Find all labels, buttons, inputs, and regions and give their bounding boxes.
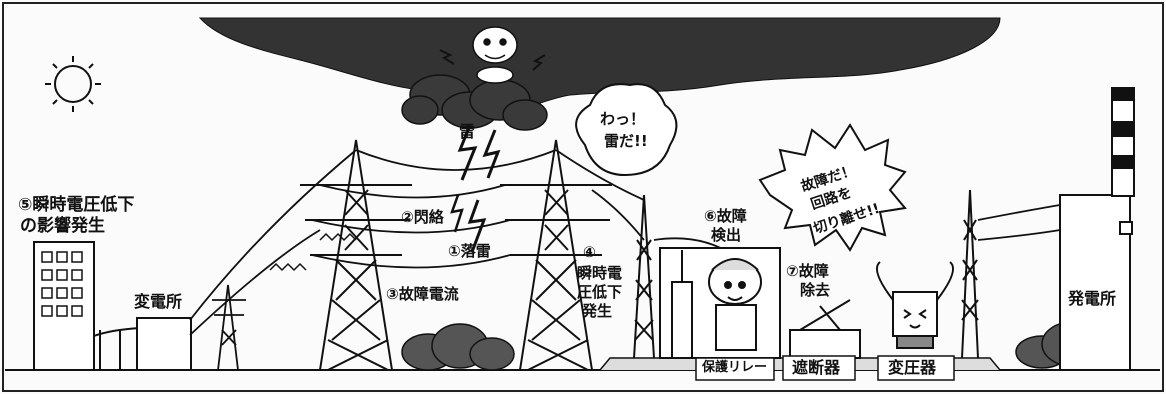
bush-icon <box>401 323 515 371</box>
transmission-tower-2-icon <box>500 139 612 371</box>
label-power-plant: 発電所 <box>1068 289 1117 308</box>
transmission-tower-3-icon <box>633 194 655 359</box>
storm-cloud <box>198 17 1001 112</box>
power-plant-icon <box>1059 87 1135 371</box>
circuit-breaker-icon <box>789 299 861 359</box>
label-voltage-drop-4: 発生 <box>582 302 613 320</box>
label-detect-1: ⑥故障 <box>704 207 747 225</box>
thunder-god-icon <box>472 26 518 84</box>
sun-icon <box>45 56 101 112</box>
label-voltage-effect-2: の影響発生 <box>20 216 105 236</box>
label-detect-2: 検出 <box>711 226 742 244</box>
transmission-tower-1-icon <box>300 139 412 371</box>
label-remove-1: ⑦故障 <box>786 262 829 280</box>
speech-bubble-wow <box>575 83 678 177</box>
speech-bubble-cut <box>758 123 907 252</box>
label-lightning: 雷 <box>459 122 476 141</box>
thunder-cloud <box>401 74 548 131</box>
lightning-bolt-icon <box>457 124 478 181</box>
speech-wow-1: わっ！ <box>600 110 646 128</box>
transformer-icon <box>876 261 954 349</box>
label-substation: 変電所 <box>134 292 183 311</box>
protective-relay-icon <box>659 247 781 359</box>
spark-icon <box>532 54 546 71</box>
label-voltage-drop-1: ④ <box>583 243 596 261</box>
label-voltage-effect: ⑤瞬時電圧低下 <box>18 195 135 215</box>
spark-icon <box>439 49 455 65</box>
label-transformer: 変圧器 <box>888 358 937 377</box>
substation-building-icon <box>136 317 192 371</box>
label-breaker: 遮断器 <box>792 358 841 377</box>
label-relay: 保護リレー <box>702 360 768 375</box>
transmission-tower-4-icon <box>961 189 979 359</box>
small-tower-icon <box>212 284 246 371</box>
label-flashover: ②閃絡 <box>401 208 444 226</box>
distribution-line <box>93 327 141 370</box>
lightning-bolt-icon <box>482 129 501 179</box>
lightning-bolt-icon <box>467 199 487 253</box>
label-remove-2: 除去 <box>800 281 831 299</box>
label-fault-current: ③故障電流 <box>386 285 459 303</box>
lightning-bolt-icon <box>450 194 464 233</box>
label-voltage-drop-3: 圧低下 <box>577 283 623 301</box>
label-strike: ①落雷 <box>448 242 491 260</box>
label-voltage-drop-2: 瞬時電 <box>577 264 623 282</box>
speech-wow-2: 雷だ!! <box>604 132 648 150</box>
office-building-icon <box>33 241 95 371</box>
transmission-lines <box>189 149 1061 336</box>
